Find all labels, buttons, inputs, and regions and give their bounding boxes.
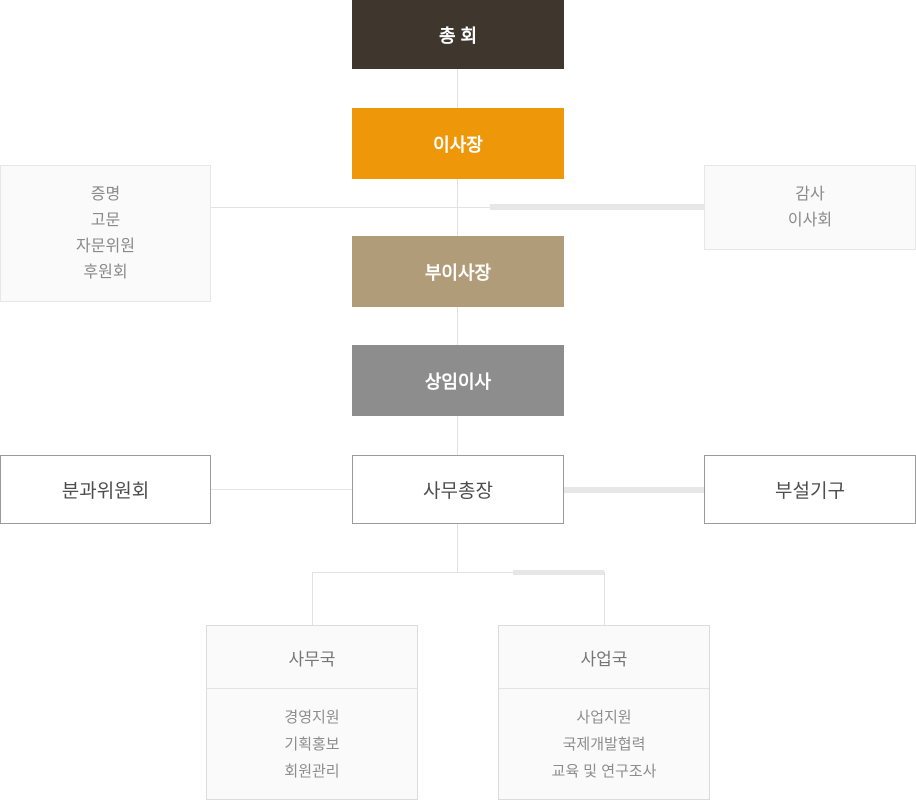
business-dept-title: 사업국 <box>580 649 628 669</box>
secretariat-items: 경영지원 기획홍보 회원관리 <box>207 689 417 785</box>
advisory-line: 후원회 <box>83 263 128 281</box>
node-audit-group: 감사 이사회 <box>704 165 916 250</box>
advisory-line: 자문위원 <box>76 237 135 255</box>
node-secretary-general: 사무총장 <box>352 455 564 524</box>
advisory-line: 고문 <box>90 211 121 229</box>
connector-fork-left-drop <box>312 572 313 625</box>
audit-group-lines: 감사 이사회 <box>788 182 832 234</box>
node-secretariat: 사무국 경영지원 기획홍보 회원관리 <box>206 625 418 800</box>
business-dept-items: 사업지원 국제개발협력 교육 및 연구조사 <box>499 689 709 785</box>
node-executive-director: 상임이사 <box>352 345 564 416</box>
node-chairman-label: 이사장 <box>433 134 483 155</box>
spine-segment-5 <box>457 524 458 572</box>
secretariat-title: 사무국 <box>288 649 336 669</box>
node-affiliated-org-label: 부설기구 <box>775 481 845 502</box>
node-vice-chairman-label: 부이사장 <box>424 262 492 283</box>
business-dept-item: 교육 및 연구조사 <box>551 763 657 780</box>
node-advisory-group: 증명 고문 자문위원 후원회 <box>0 165 211 302</box>
node-vice-chairman: 부이사장 <box>352 236 564 307</box>
connector-fork-thick <box>513 570 604 575</box>
audit-line: 감사 <box>795 185 825 203</box>
advisory-line: 증명 <box>90 185 121 203</box>
connector-subcommittee <box>211 489 352 490</box>
node-chairman: 이사장 <box>352 108 564 179</box>
secretariat-item: 경영지원 <box>284 709 340 726</box>
connector-affiliated-thick <box>564 487 704 493</box>
secretariat-item: 회원관리 <box>284 763 340 780</box>
connector-fork-horizontal <box>312 572 604 573</box>
node-affiliated-org: 부설기구 <box>704 455 916 524</box>
business-dept-item: 사업지원 <box>576 709 632 726</box>
spine-segment-4 <box>457 416 458 455</box>
audit-line: 이사회 <box>787 211 833 229</box>
node-general-assembly-label: 총 회 <box>438 25 478 46</box>
connector-advisory-audit <box>211 207 704 208</box>
spine-segment-3 <box>457 307 458 345</box>
node-secretary-general-label: 사무총장 <box>423 481 493 502</box>
connector-fork-right-drop <box>604 572 605 625</box>
advisory-group-lines: 증명 고문 자문위원 후원회 <box>76 182 135 286</box>
node-subcommittee: 분과위원회 <box>0 455 211 524</box>
business-dept-item: 국제개발협력 <box>562 736 646 753</box>
node-executive-director-label: 상임이사 <box>424 371 492 392</box>
spine-segment-1 <box>457 69 458 108</box>
secretariat-item: 기획홍보 <box>284 736 340 753</box>
node-general-assembly: 총 회 <box>352 0 564 69</box>
connector-audit-thick <box>490 204 704 210</box>
node-business-dept: 사업국 사업지원 국제개발협력 교육 및 연구조사 <box>498 625 710 800</box>
business-dept-header: 사업국 <box>499 626 709 689</box>
node-subcommittee-label: 분과위원회 <box>61 481 150 502</box>
secretariat-header: 사무국 <box>207 626 417 689</box>
